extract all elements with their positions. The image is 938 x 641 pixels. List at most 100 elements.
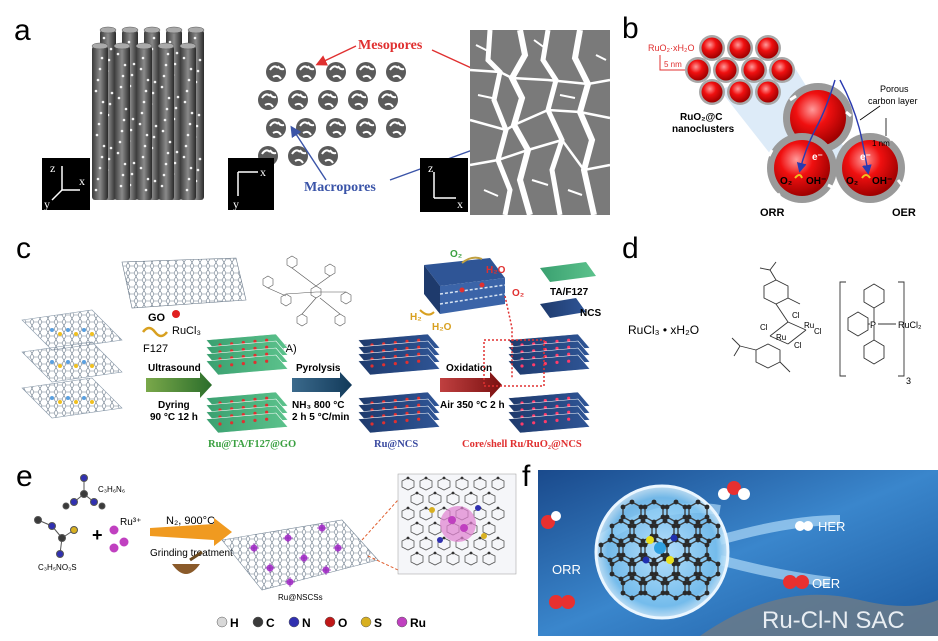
electron-label-right: e⁻: [860, 152, 871, 163]
d-cl-1: Cl: [792, 311, 800, 320]
ru-ncs-stack: [357, 333, 441, 434]
oer-arrow: [861, 174, 871, 179]
panel-d-letter: d: [622, 232, 639, 265]
zoom-box: [483, 339, 545, 387]
porous-label-line2: carbon layer: [868, 96, 918, 106]
legend-label-ru: Ru: [410, 616, 426, 630]
e-process-arrow: [150, 518, 232, 546]
ultrasound-label: Ultrasound: [148, 363, 201, 374]
grinding-label: Grinding treatment: [150, 548, 233, 559]
legend-ta-swatch: [540, 262, 596, 282]
core-shell-stack: [507, 333, 591, 434]
electron-path-left: [796, 79, 836, 173]
pyrolysis-cond-line2: 2 h 5 °C/min: [292, 412, 349, 423]
macropores-label: Macropores: [304, 180, 376, 195]
ru-ion-2: [119, 537, 129, 547]
axis-z-label-3: z: [428, 161, 433, 175]
ru3-label: Ru³⁺: [120, 517, 141, 528]
oh-label-right: OH⁻: [872, 176, 892, 187]
o2-label-right: O₂: [846, 176, 858, 187]
f127-icon: [142, 326, 168, 338]
axis-x-label-3: x: [457, 197, 463, 211]
d-ru-2: Ru: [776, 333, 786, 342]
plus-sign: +: [92, 525, 103, 545]
oxidation-arrow: [440, 372, 502, 398]
cluster-label-line2: nanoclusters: [672, 124, 735, 135]
legend-item-n: N: [288, 616, 311, 630]
product-3-label: Core/shell Ru/RuO₂@NCS: [462, 439, 582, 450]
ruthenium-dimer-structure: [731, 261, 807, 373]
precursor-1-label: C₃H₆N₆: [98, 485, 125, 494]
f-her-label: HER: [818, 519, 845, 534]
axis-y-label-2: y: [233, 197, 239, 211]
f-oer-label: OER: [812, 576, 840, 591]
rucl3-label: RuCl₃: [172, 325, 201, 337]
melamine-molecule: [62, 474, 106, 510]
oh-label-left: OH⁻: [806, 176, 826, 187]
d-ru-1: Ru: [804, 321, 814, 330]
legend-ncs-swatch: [540, 298, 586, 318]
porous-shell-gaps: [767, 94, 904, 199]
legend-label-s: S: [374, 616, 382, 630]
triphenylphosphine-complex: [839, 281, 905, 377]
oer-label: OER: [892, 207, 916, 219]
f-title: Ru-Cl-N SAC: [762, 607, 905, 634]
h2o-molecule-top: [718, 481, 750, 500]
mesopores-arrow-left: [315, 45, 357, 66]
zoomed-sphere-left: [767, 133, 837, 203]
axis-x-label: x: [79, 174, 85, 188]
axis-box-3d: z x y: [42, 158, 90, 211]
porous-leader: [859, 105, 881, 121]
axis-y-label: y: [44, 197, 50, 211]
panel-a-letter: a: [14, 14, 31, 47]
electron-label-left: e⁻: [812, 152, 823, 163]
axis-box-xy: x y: [228, 158, 274, 211]
sac-lattice: [598, 499, 721, 601]
panel-f-letter: f: [522, 460, 531, 493]
d-p-label: P: [870, 320, 876, 330]
graphene-oxide-sheet: [121, 257, 247, 309]
h2-molecule: [795, 521, 813, 531]
electron-path-right: [839, 79, 872, 175]
product-2-label: Ru@NCS: [374, 439, 418, 450]
panel-c-letter: c: [16, 232, 31, 265]
scale-5nm: 5 nm: [664, 60, 682, 69]
oxidation-cond: Air 350 °C 2 h: [440, 400, 505, 411]
e-zoom-line-1: [361, 499, 399, 541]
d-cl-2: Cl: [814, 327, 822, 336]
legend-label-h: H: [230, 616, 239, 630]
precursor-2-label: C₃H₅NO₃S: [38, 563, 77, 572]
o2-molecule-bottom-left: [549, 595, 575, 609]
pyrolysis-label: Pyrolysis: [296, 363, 341, 374]
f127-label: F127: [143, 343, 168, 355]
panel-f-ground: [700, 594, 938, 636]
d-rucl2-label: RuCl₂: [898, 320, 922, 330]
gas-arrow-bottom: [419, 309, 435, 316]
zoomed-layer-block: [424, 258, 506, 314]
zoomed-sphere-right: [835, 133, 905, 203]
o2-label-c-top: O₂: [450, 249, 462, 260]
axis-x-label-2: x: [260, 165, 266, 179]
pestle-icon: [189, 550, 203, 562]
h2-label: H₂: [410, 312, 422, 323]
o2-molecule-oer: [783, 575, 809, 589]
pyrolysis-arrow: [292, 372, 352, 398]
rucl3-hydrate-label: RuCl₃ • xH₂O: [628, 323, 699, 337]
macropores-arrow-left: [290, 125, 327, 181]
ultrasound-arrow: [146, 372, 212, 398]
panel-b: b RuO₂·xH₂O 5 nm RuO₂@C nanoclusters e⁻ …: [622, 12, 918, 219]
zoom-connector: [504, 295, 513, 378]
o2-label-c-right: O₂: [512, 288, 524, 299]
panel-b-letter: b: [622, 12, 639, 45]
axis-box-zx: z x: [420, 158, 468, 212]
product-e-label: Ru@NSCSs: [278, 593, 323, 602]
d-subscript-3: 3: [906, 376, 911, 386]
cysteine-molecule: [34, 516, 78, 558]
go-label: GO: [148, 312, 166, 324]
orr-arrow: [794, 174, 803, 179]
panel-f: f ORR HER OER Ru-Cl-N SAC: [522, 460, 938, 636]
product-1-label: Ru@TA/F127@GO: [208, 439, 296, 450]
macroporous-network-illustration: [469, 29, 611, 216]
h2o-label-c-top: H₂O: [486, 265, 506, 276]
